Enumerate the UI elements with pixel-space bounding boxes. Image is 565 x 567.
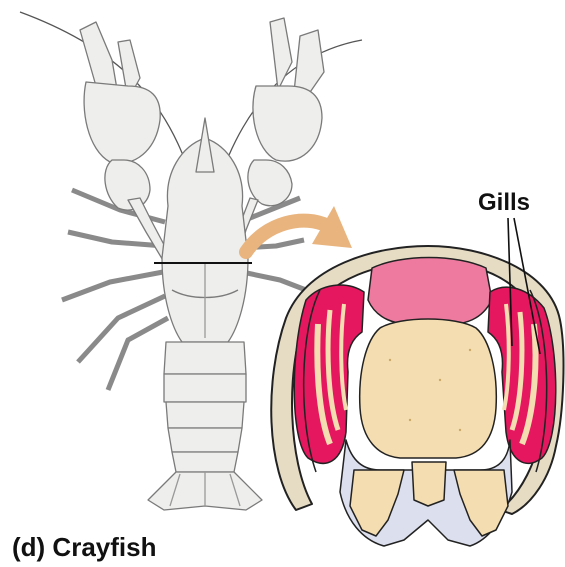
body-tissue (360, 319, 497, 458)
figure-caption: (d) Crayfish (12, 532, 156, 563)
left-gills (294, 285, 364, 463)
right-gills (488, 287, 556, 463)
abdomen-segments (164, 342, 246, 472)
leg-base-center (412, 462, 446, 506)
upper-chamber (368, 258, 492, 327)
left-cheliped (80, 22, 170, 262)
gills-label: Gills (478, 189, 530, 217)
thorax-cross-section (271, 246, 563, 546)
left-walking-legs (62, 190, 168, 390)
